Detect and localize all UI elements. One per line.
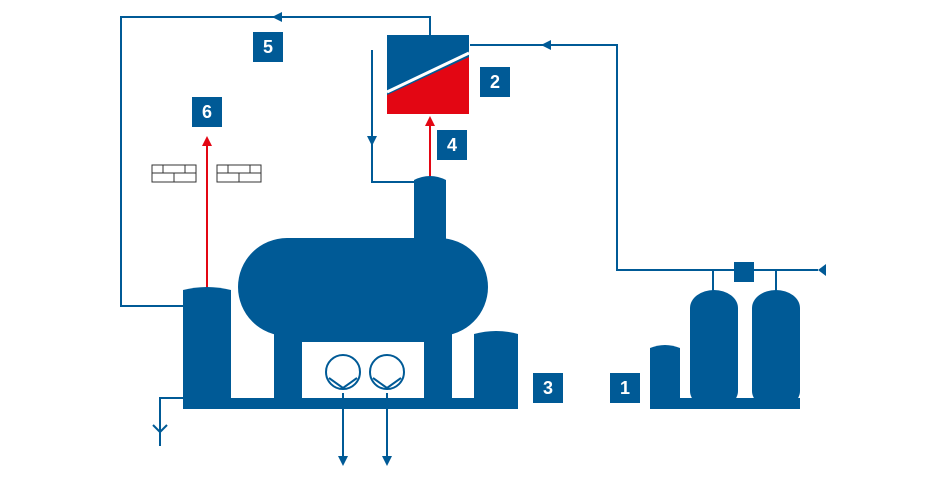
flow-arrows [272, 12, 826, 466]
label-water-treatment: 1 [610, 373, 640, 403]
drain-pipe [159, 397, 183, 432]
base-platform [183, 398, 518, 409]
arrow-condensate-down [367, 136, 377, 146]
label-heat-exchanger: 2 [480, 67, 510, 97]
arrow-pump-right-down [382, 456, 392, 466]
return-line-pipe [120, 16, 431, 307]
arrow-feed-top [541, 40, 551, 50]
boiler-assembly [183, 176, 518, 409]
steam-arrow [425, 116, 435, 126]
water-treatment-unit [650, 262, 800, 409]
brick-wall-icon [216, 164, 262, 183]
label-return-line: 5 [253, 32, 283, 62]
brine-tank [650, 345, 680, 409]
brick-wall-icon [151, 164, 197, 183]
arrow-return-top [272, 12, 282, 22]
softener-column-left [690, 290, 738, 409]
left-boiler [183, 287, 231, 409]
condensate-pipe [371, 50, 418, 183]
hot-lines [202, 116, 435, 288]
arrow-pump-left-down [338, 456, 348, 466]
pump-frame [302, 330, 424, 342]
arrow-feed-inlet [818, 264, 826, 276]
drain-icon [152, 424, 168, 446]
steam-drum [238, 238, 488, 336]
heat-exchanger [386, 35, 470, 114]
condensate-tank [474, 331, 518, 409]
softener-column-right [752, 290, 800, 409]
control-valve [734, 262, 754, 282]
steam-dome [414, 176, 446, 242]
drum-leg-left [274, 330, 302, 405]
pump-icon [325, 354, 361, 390]
label-steam-outlet: 4 [437, 130, 467, 160]
label-condensate-tank: 3 [533, 373, 563, 403]
feed-water-pipe [470, 44, 818, 271]
label-flue-gas: 6 [192, 97, 222, 127]
drum-leg-right [424, 330, 452, 405]
flue-gas-arrow [202, 136, 212, 146]
pump-icon [369, 354, 405, 390]
